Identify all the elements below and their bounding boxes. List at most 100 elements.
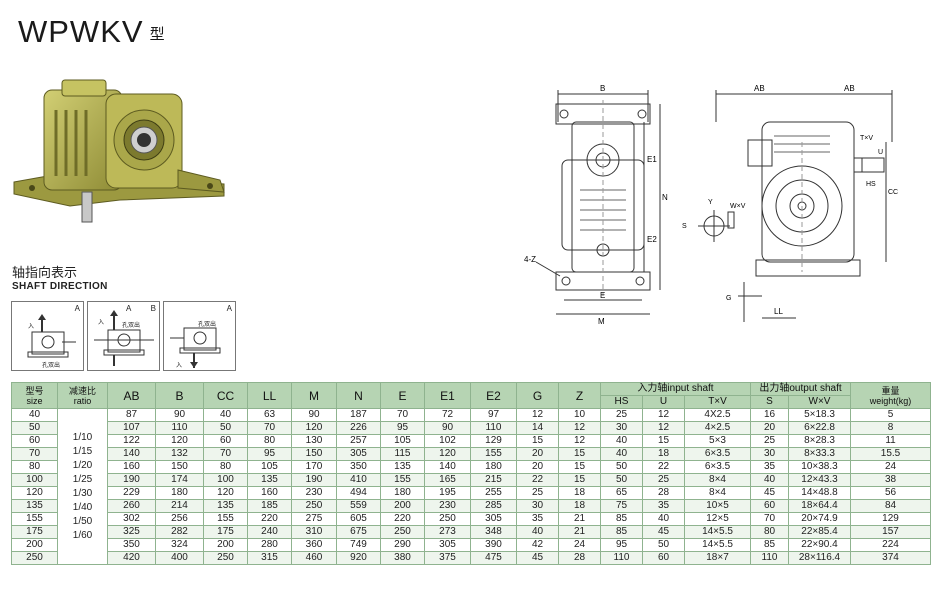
table-cell: 30: [600, 421, 643, 435]
table-cell: 40: [600, 447, 643, 461]
table-cell: 135: [11, 499, 58, 513]
table-cell: 45: [750, 486, 789, 500]
dim-ll-label: LL: [774, 307, 783, 316]
table-cell: 10×38.3: [787, 460, 852, 474]
table-cell: 250: [424, 512, 471, 526]
dim-n-label: N: [662, 193, 668, 202]
table-cell: 18×64.4: [787, 499, 852, 513]
table-cell: 20: [516, 447, 559, 461]
table-cell: 40: [642, 512, 685, 526]
shaft-direction-diagram-2: A B 入 孔双出: [87, 301, 160, 371]
table-cell: 50: [600, 460, 643, 474]
shaft-direction-icon-1: [27, 314, 76, 358]
table-cell: 105: [380, 434, 425, 448]
table-cell: 85: [750, 538, 789, 552]
table-cell: 175: [203, 525, 248, 539]
input-label: 入: [176, 363, 183, 369]
table-cell: 180: [470, 460, 517, 474]
table-cell: 150: [291, 447, 337, 461]
header-u: U: [642, 395, 685, 409]
table-cell: 155: [203, 512, 248, 526]
dim-z-label: 4-Z: [524, 255, 536, 264]
table-cell: 72: [424, 408, 471, 422]
table-cell: 30: [516, 499, 559, 513]
table-cell: 360: [291, 538, 337, 552]
table-cell: 749: [336, 538, 381, 552]
header-g: G: [516, 382, 559, 409]
input-label: 入: [98, 320, 105, 326]
table-cell: 107: [107, 421, 156, 435]
table-cell: 25: [642, 473, 685, 487]
table-cell: 8×4: [684, 486, 751, 500]
table-cell: 165: [424, 473, 471, 487]
table-cell: 15: [558, 460, 601, 474]
direction-mark-b: B: [150, 304, 156, 313]
table-cell: 375: [424, 551, 471, 565]
table-cell: 50: [203, 421, 248, 435]
table-cell: 4×2.5: [684, 421, 751, 435]
table-cell: 230: [424, 499, 471, 513]
side-view-drawing: AB AB T×V U HS CC Y W×V S G LL: [682, 84, 898, 322]
ratio-value: 1/50: [72, 515, 93, 527]
table-cell: 42: [516, 538, 559, 552]
table-cell: 95: [600, 538, 643, 552]
header-output-shaft: 出力轴output shaft: [749, 382, 852, 396]
table-cell: 50: [11, 421, 58, 435]
table-cell: 605: [336, 512, 381, 526]
table-cell: 155: [11, 512, 58, 526]
table-cell: 40: [11, 408, 58, 422]
table-cell: 60: [203, 434, 248, 448]
table-cell: 282: [155, 525, 204, 539]
table-cell: 8×28.3: [787, 434, 852, 448]
table-cell: 250: [11, 551, 58, 565]
table-cell: 250: [291, 499, 337, 513]
table-cell: 110: [600, 551, 643, 565]
ratio-value: 1/30: [72, 487, 93, 499]
table-cell: 325: [107, 525, 156, 539]
table-cell: 122: [107, 434, 156, 448]
gear-reducer-photo: [13, 79, 225, 223]
table-cell: 22×90.4: [787, 538, 852, 552]
table-cell: 63: [247, 408, 292, 422]
table-cell: 290: [380, 538, 425, 552]
table-cell: 6×22.8: [787, 421, 852, 435]
table-cell: 187: [336, 408, 381, 422]
table-cell: 15: [558, 447, 601, 461]
table-cell: 200: [11, 538, 58, 552]
table-cell: 185: [247, 499, 292, 513]
table-cell: 140: [107, 447, 156, 461]
table-cell: 45: [516, 551, 559, 565]
table-cell: 45: [642, 525, 685, 539]
table-cell: 305: [424, 538, 471, 552]
table-cell: 14: [516, 421, 559, 435]
table-cell: 28: [642, 486, 685, 500]
header-e1: E1: [424, 382, 471, 409]
table-cell: 324: [155, 538, 204, 552]
table-cell: 226: [336, 421, 381, 435]
table-cell: 475: [470, 551, 517, 565]
table-cell: 40: [750, 473, 789, 487]
table-cell: 35: [642, 499, 685, 513]
table-cell: 15: [558, 473, 601, 487]
table-cell: 157: [850, 525, 932, 539]
table-cell: 224: [850, 538, 932, 552]
header-e2: E2: [470, 382, 517, 409]
shaft-direction-diagram-3: A 孔双出 入: [163, 301, 236, 371]
table-cell: 302: [107, 512, 156, 526]
table-cell: 190: [107, 473, 156, 487]
dim-cc-label: CC: [888, 189, 898, 196]
dim-s-label: S: [682, 223, 687, 230]
header-txv: T×V: [684, 395, 751, 409]
header-m: M: [291, 382, 337, 409]
header-b: B: [155, 382, 204, 409]
table-cell: 90: [291, 408, 337, 422]
header-s: S: [750, 395, 789, 409]
